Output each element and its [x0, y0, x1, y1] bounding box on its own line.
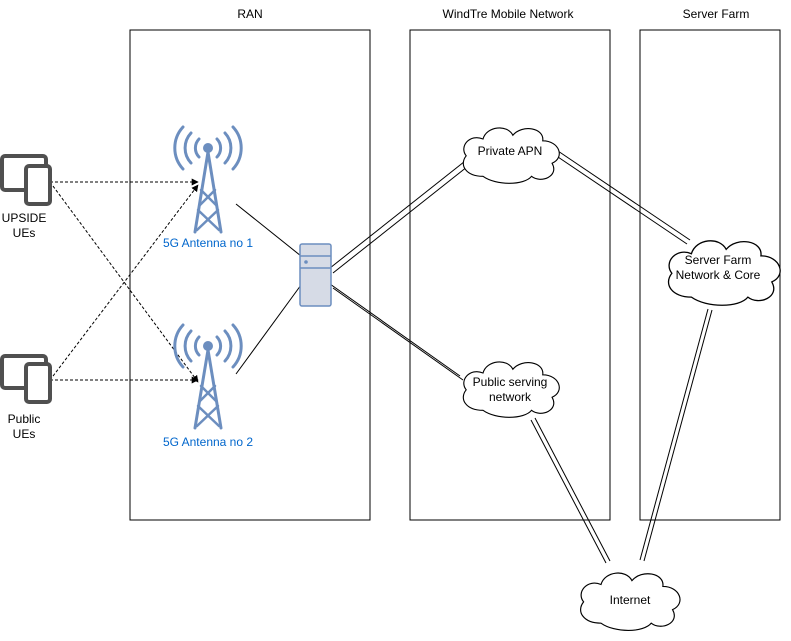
public-ues-label-line1: Public [8, 412, 41, 426]
server-farm-region-box [639, 29, 781, 521]
upside-ue-devices-icon [0, 154, 52, 206]
backbone-links [329, 150, 713, 564]
antenna-server-links [235, 203, 302, 375]
private-apn-label: Private APN [478, 144, 543, 158]
public-ues-label-line2: UEs [13, 427, 36, 441]
antenna-1-label: 5G Antenna no 1 [163, 236, 253, 250]
server-farm-region-label: Server Farm [683, 7, 750, 21]
ue-antenna-links [49, 178, 199, 384]
windtre-region-label: WindTre Mobile Network [443, 7, 575, 21]
server-icon [299, 243, 332, 307]
server-farm-network-core-label-line1: Server Farm [685, 253, 752, 267]
upside-ues-label-line1: UPSIDE [2, 211, 47, 225]
upside-ues-label-line2: UEs [13, 226, 36, 240]
public-ue-devices-icon [0, 354, 52, 404]
ran-region-label: RAN [237, 7, 262, 21]
antenna-1-icon [173, 125, 243, 234]
internet-label: Internet [610, 593, 651, 607]
antenna-2-label: 5G Antenna no 2 [163, 435, 253, 449]
server-farm-network-core-label-line2: Network & Core [676, 268, 761, 282]
windtre-region-box [409, 29, 611, 521]
public-serving-network-label-line1: Public serving [473, 375, 548, 389]
antenna-2-icon [173, 323, 243, 430]
public-serving-network-label-line2: network [489, 390, 532, 404]
